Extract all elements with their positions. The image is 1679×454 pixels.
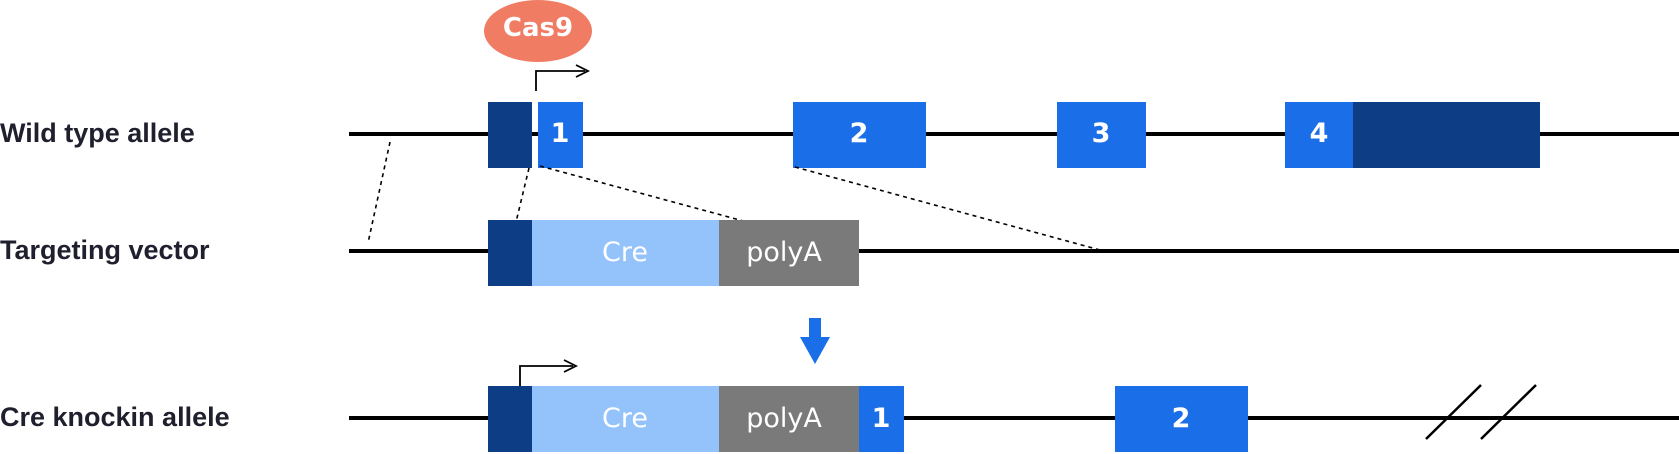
wt-exon-4: [1285, 102, 1353, 168]
vector-utr-5: [488, 220, 532, 286]
wt-exon-4-label: 4: [1310, 118, 1329, 149]
vector-cre: [532, 220, 719, 286]
wt-utr-5: [488, 102, 532, 168]
down-arrow-icon: [800, 337, 830, 364]
wt-exon-2: [793, 102, 926, 168]
row-label-wild-type: Wild type allele: [0, 118, 195, 148]
ki-polya: [719, 386, 859, 452]
wt-promoter-arrow-icon: [535, 70, 585, 91]
ki-cre: [532, 386, 719, 452]
ki-exon-2-label: 2: [1172, 403, 1191, 434]
vector-cre-label: Cre: [602, 237, 648, 268]
ki-exon-1: [859, 386, 904, 452]
ki-utr-5: [488, 386, 532, 452]
down-arrow-shaft: [809, 318, 821, 338]
wt-utr-3: [1353, 102, 1540, 168]
homology-guide-utr: [515, 167, 530, 223]
vector-polya: [719, 220, 859, 286]
wt-promoter-arrowhead-icon: [575, 64, 591, 78]
row-label-knockin: Cre knockin allele: [0, 402, 230, 432]
break-mark-left-icon: [1425, 384, 1482, 440]
homology-guide-left: [367, 141, 391, 244]
wt-exon-3-label: 3: [1092, 118, 1111, 149]
cas9-label: Cas9: [503, 13, 573, 43]
vector-polya-label: polyA: [746, 237, 822, 268]
wt-exon-1: [538, 102, 583, 168]
ki-exon-1-label: 1: [872, 403, 891, 434]
cas9-ellipse: [484, 0, 592, 62]
ki-cre-label: Cre: [602, 403, 648, 434]
wt-exon-1-label: 1: [551, 118, 570, 149]
ki-exon-2: [1115, 386, 1248, 452]
break-mark-right-icon: [1480, 384, 1537, 440]
wt-exon-3: [1057, 102, 1146, 168]
ki-promoter-arrow-icon: [519, 365, 573, 386]
ki-promoter-arrowhead-icon: [563, 359, 579, 373]
ki-polya-label: polyA: [746, 403, 822, 434]
wt-exon-2-label: 2: [850, 118, 869, 149]
row-label-targeting-vector: Targeting vector: [0, 235, 210, 265]
